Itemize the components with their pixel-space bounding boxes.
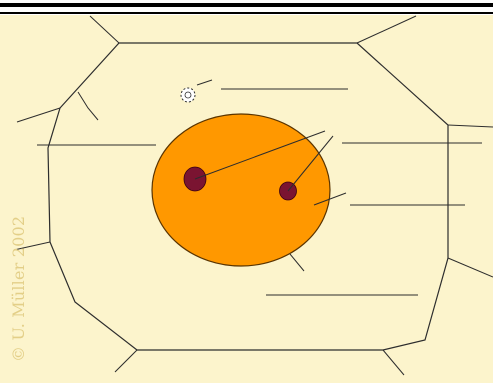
nucleus (152, 114, 330, 266)
top-rule-thin (0, 12, 493, 14)
top-rule-thick (0, 3, 493, 7)
copyright-text: © U. Müller 2002 (9, 216, 28, 362)
centrosome-icon (181, 88, 195, 102)
